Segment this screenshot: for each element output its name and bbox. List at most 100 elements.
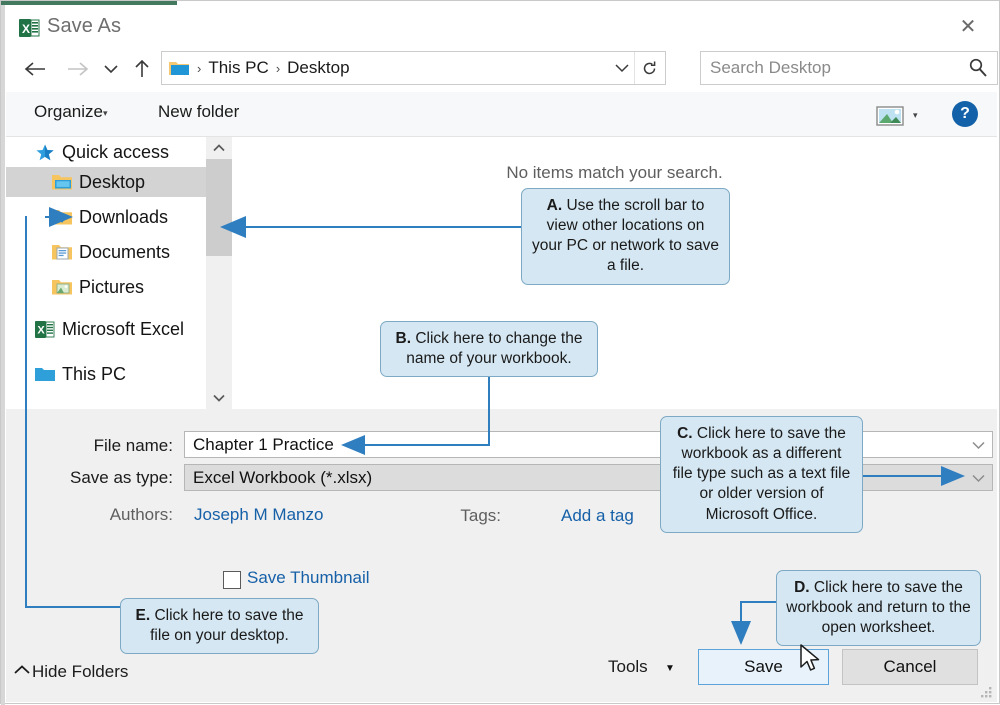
chevron-down-icon[interactable] — [971, 437, 986, 453]
sidebar-item-quick-access[interactable]: Quick access — [6, 137, 206, 167]
scrollbar-thumb[interactable] — [206, 159, 232, 256]
svg-text:X: X — [22, 22, 30, 36]
callout-e-prefix: E. — [135, 607, 151, 624]
search-icon[interactable] — [967, 57, 989, 84]
callout-b-leader-vertical — [488, 376, 490, 446]
organize-button[interactable]: Organize — [34, 102, 103, 121]
breadcrumb-this-pc[interactable]: This PC — [208, 58, 269, 77]
sidebar-item-label: Microsoft Excel — [62, 318, 185, 339]
callout-b-arrowhead — [341, 435, 365, 455]
file-name-value: Chapter 1 Practice — [193, 435, 334, 454]
callout-c: C. Click here to save the workbook as a … — [660, 416, 863, 533]
folder-desktop-icon — [51, 173, 73, 192]
chevron-down-icon[interactable]: ▾ — [103, 108, 108, 118]
hide-folders-button[interactable]: Hide Folders — [32, 662, 129, 681]
callout-a: A. Use the scroll bar to view other loca… — [521, 188, 730, 285]
sidebar-item-label: This PC — [62, 363, 127, 384]
navigation-tree: Quick access Desktop Dow — [6, 137, 206, 409]
breadcrumb-separator: › — [197, 60, 202, 76]
sidebar-item-downloads[interactable]: Downloads — [6, 202, 206, 232]
command-bar: Organize ▾ New folder ▾ — [6, 92, 997, 137]
sidebar-item-pictures[interactable]: Pictures — [6, 272, 206, 302]
callout-b-leader-horizontal — [363, 444, 490, 446]
tags-label: Tags: — [460, 506, 501, 525]
chevron-down-icon[interactable] — [609, 52, 635, 84]
callout-a-arrowhead — [220, 216, 246, 238]
chevron-down-icon[interactable] — [206, 387, 232, 409]
callout-a-leader-line — [244, 226, 522, 228]
excel-accent-bar — [1, 1, 177, 5]
chevron-down-icon[interactable] — [971, 470, 986, 486]
help-button[interactable]: ? — [952, 101, 978, 127]
save-thumbnail-label[interactable]: Save Thumbnail — [247, 568, 370, 587]
chevron-down-icon[interactable]: ▼ — [665, 663, 675, 674]
sidebar-item-documents[interactable]: Documents — [6, 237, 206, 267]
callout-a-text: Use the scroll bar to view other locatio… — [532, 197, 719, 275]
resize-grip-icon[interactable] — [981, 686, 993, 698]
callout-c-arrowhead — [941, 466, 965, 486]
chevron-up-icon[interactable] — [206, 137, 232, 159]
save-as-type-value: Excel Workbook (*.xlsx) — [193, 468, 373, 487]
callout-c-prefix: C. — [677, 425, 693, 442]
tree-scrollbar[interactable] — [206, 137, 232, 409]
search-placeholder: Search Desktop — [710, 58, 831, 77]
empty-list-message: No items match your search. — [506, 163, 723, 182]
chevron-up-icon[interactable] — [13, 664, 31, 679]
arrow-left-icon[interactable] — [19, 53, 51, 85]
add-tag-link[interactable]: Add a tag — [561, 506, 634, 525]
mouse-cursor-icon — [800, 644, 820, 671]
tools-button[interactable]: Tools — [608, 657, 648, 676]
callout-a-prefix: A. — [546, 197, 563, 214]
close-icon[interactable]: ✕ — [959, 16, 977, 38]
save-as-type-label: Save as type: — [69, 468, 173, 487]
callout-e-leader-horizontal — [25, 606, 121, 608]
sidebar-item-desktop[interactable]: Desktop — [6, 167, 206, 197]
navigation-bar: › This PC › Desktop Search Desktop — [6, 47, 998, 91]
sidebar-item-microsoft-excel[interactable]: X Microsoft Excel — [6, 314, 206, 344]
authors-value[interactable]: Joseph M Manzo — [194, 505, 324, 524]
address-bar[interactable]: › This PC › Desktop — [161, 51, 666, 85]
callout-e-leader-vertical — [25, 216, 27, 608]
callout-d-prefix: D. — [794, 579, 810, 596]
view-layout-icon[interactable] — [876, 106, 904, 126]
svg-text:X: X — [37, 324, 45, 336]
arrow-up-icon[interactable] — [130, 53, 154, 85]
cancel-button[interactable]: Cancel — [842, 649, 978, 685]
save-thumbnail-checkbox[interactable] — [223, 571, 241, 589]
folder-icon — [168, 59, 190, 77]
chevron-down-icon[interactable]: ▾ — [913, 110, 918, 120]
refresh-icon[interactable] — [634, 52, 663, 84]
callout-c-text: Click here to save the workbook as a dif… — [672, 425, 851, 523]
excel-icon: X — [18, 17, 40, 39]
file-name-input[interactable]: Chapter 1 Practice — [184, 431, 993, 458]
save-as-type-select[interactable]: Excel Workbook (*.xlsx) — [184, 464, 993, 491]
dialog-title: Save As — [47, 15, 122, 37]
callout-e: E. Click here to save the file on your d… — [120, 598, 319, 655]
sidebar-item-this-pc[interactable]: This PC — [6, 359, 206, 389]
callout-b-prefix: B. — [395, 330, 412, 347]
authors-label: Authors: — [109, 505, 173, 524]
callout-b-text: Click here to change the name of your wo… — [406, 330, 583, 368]
file-name-label: File name: — [93, 436, 173, 455]
callout-d-arrowhead — [731, 621, 751, 645]
callout-d-leader-horizontal — [740, 601, 778, 603]
pc-folder-icon — [34, 365, 56, 384]
callout-d-text: Click here to save the workbook and retu… — [786, 579, 971, 637]
sidebar-item-label: Quick access — [62, 141, 170, 162]
arrow-right-icon — [62, 53, 94, 85]
window-left-edge — [1, 5, 5, 705]
breadcrumb-separator-2: › — [275, 60, 281, 76]
search-input[interactable]: Search Desktop — [700, 51, 998, 85]
folder-documents-icon — [51, 243, 73, 262]
new-folder-button[interactable]: New folder — [158, 102, 240, 121]
star-icon — [34, 143, 56, 162]
chevron-down-icon[interactable] — [99, 53, 123, 85]
folder-pictures-icon — [51, 278, 73, 297]
callout-e-text: Click here to save the file on your desk… — [150, 607, 304, 645]
sidebar-item-label: Pictures — [79, 276, 145, 297]
callout-d-leader-vertical — [740, 601, 742, 623]
sidebar-item-label: Documents — [79, 241, 171, 262]
breadcrumb-desktop[interactable]: Desktop — [287, 58, 350, 77]
sidebar-item-label: Desktop — [79, 171, 146, 192]
